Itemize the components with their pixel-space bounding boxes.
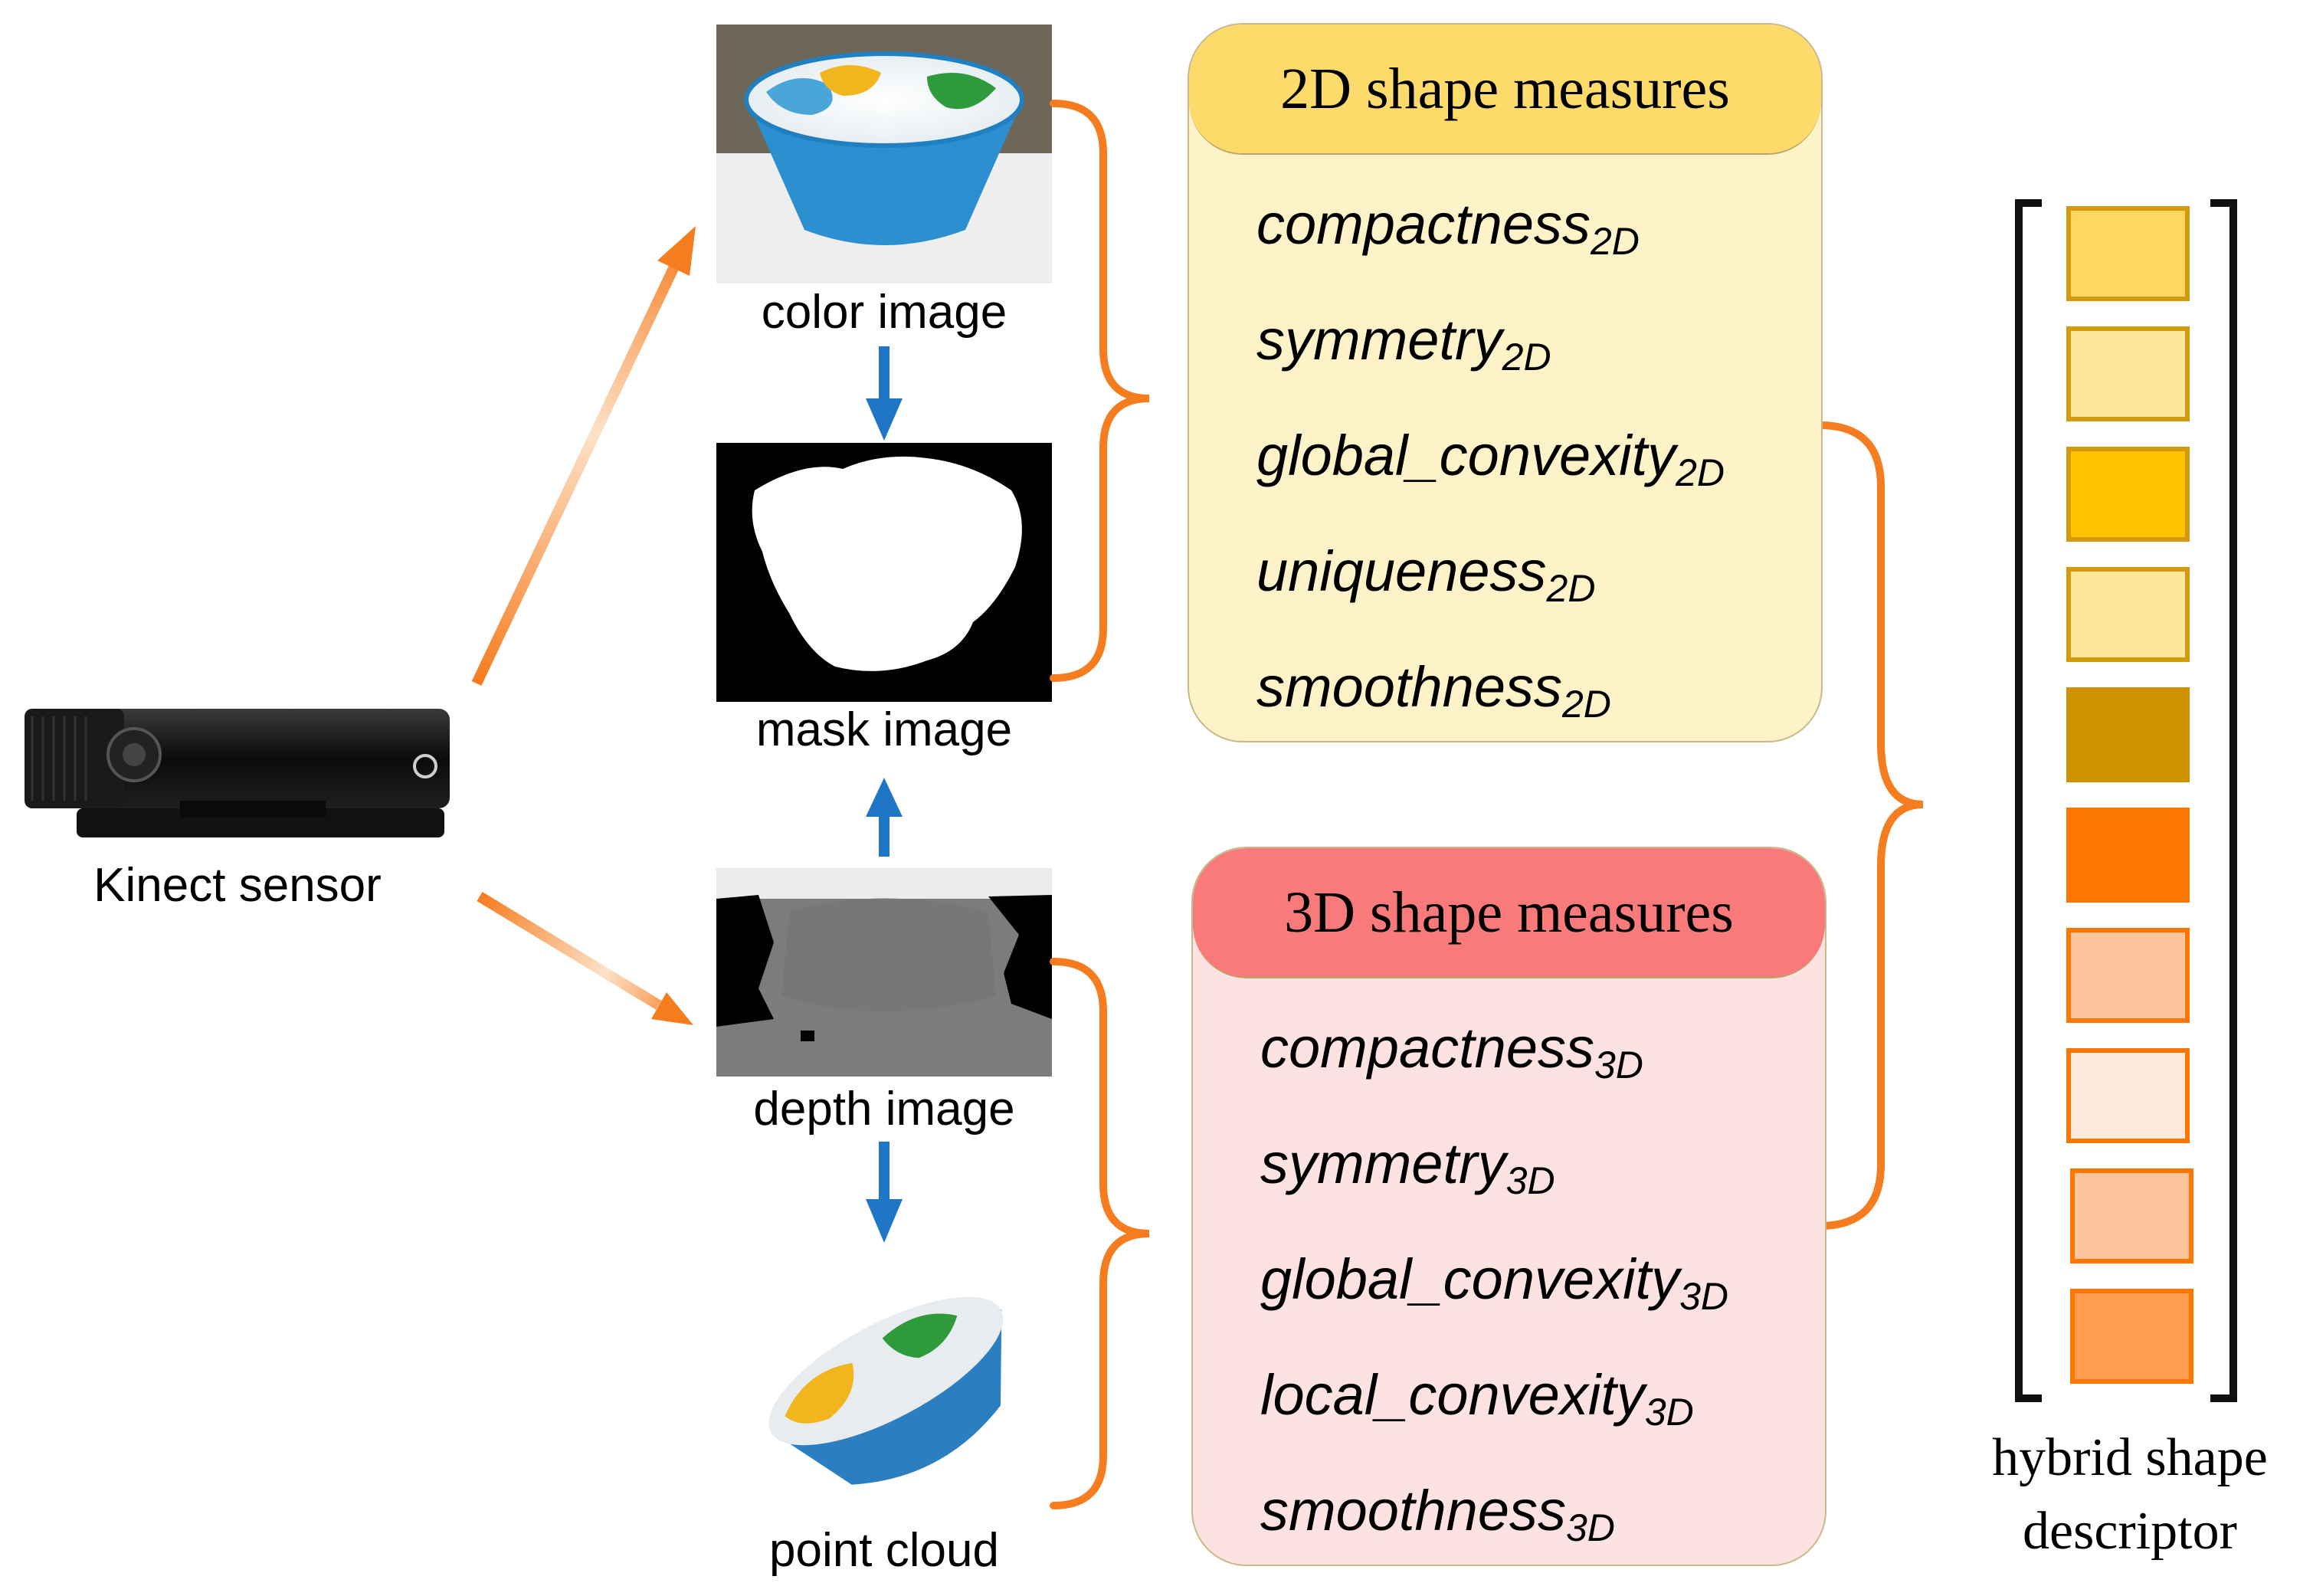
panel-3d-title: 3D shape measures xyxy=(1193,848,1825,978)
descriptor-cell xyxy=(2066,1048,2190,1143)
descriptor-cell xyxy=(2066,567,2190,662)
measure-subscript: 3D xyxy=(1594,1044,1643,1086)
measure-subscript: 3D xyxy=(1505,1159,1555,1202)
measure-local-convexity-3d: local_convexity3D xyxy=(1260,1362,1694,1434)
measure-name: smoothness xyxy=(1256,655,1562,719)
measure-subscript: 2D xyxy=(1561,683,1611,726)
measure-symmetry-2d: symmetry2D xyxy=(1256,307,1551,379)
descriptor-cell xyxy=(2066,326,2190,421)
descriptor-cell xyxy=(2070,1168,2193,1263)
descriptor-cell xyxy=(2070,1289,2193,1384)
descriptor-cell xyxy=(2066,808,2190,903)
measure-name: compactness xyxy=(1256,192,1591,256)
measure-symmetry-3d: symmetry3D xyxy=(1260,1131,1555,1203)
arrow-color-to-mask xyxy=(866,346,903,441)
kinect-sensor-label: Kinect sensor xyxy=(93,859,382,912)
kinect-sensor-icon xyxy=(25,709,450,837)
measure-name: symmetry xyxy=(1256,308,1502,372)
arrow-to-color-image xyxy=(471,226,696,686)
measure-compactness-2d: compactness2D xyxy=(1256,192,1640,264)
descriptor-cell xyxy=(2066,206,2190,301)
point-cloud xyxy=(768,1296,1004,1485)
measure-smoothness-2d: smoothness2D xyxy=(1256,654,1611,726)
measure-name: compactness xyxy=(1260,1016,1594,1080)
measure-subscript: 3D xyxy=(1565,1506,1615,1549)
measure-smoothness-3d: smoothness3D xyxy=(1260,1478,1615,1550)
depth-image xyxy=(716,868,1052,1077)
measure-name: uniqueness xyxy=(1256,539,1547,603)
measure-name: local_convexity xyxy=(1260,1363,1645,1427)
arrow-to-depth-image xyxy=(477,892,693,1025)
descriptor-label-line2: descriptor xyxy=(2023,1502,2237,1561)
arrow-depth-to-mask xyxy=(866,778,903,857)
measure-name: symmetry xyxy=(1260,1132,1506,1195)
brace-3d xyxy=(1050,958,1150,1509)
descriptor-bracket xyxy=(2015,199,2237,1402)
point-cloud-label: point cloud xyxy=(769,1524,999,1577)
mask-image-label: mask image xyxy=(755,703,1013,756)
descriptor-cell xyxy=(2066,447,2190,542)
color-image-label: color image xyxy=(761,286,1007,339)
brace-combine xyxy=(1816,421,1924,1230)
measure-subscript: 3D xyxy=(1679,1275,1729,1318)
descriptor-cells xyxy=(2066,206,2193,1384)
descriptor-cell xyxy=(2066,928,2190,1023)
measure-subscript: 2D xyxy=(1590,220,1640,263)
measure-compactness-3d: compactness3D xyxy=(1260,1015,1643,1087)
measure-name: smoothness xyxy=(1260,1479,1566,1542)
brace-2d xyxy=(1050,100,1150,682)
color-image xyxy=(716,25,1052,283)
measure-name: global_convexity xyxy=(1256,424,1676,487)
arrow-depth-to-cloud xyxy=(866,1142,903,1243)
measure-global-convexity-3d: global_convexity3D xyxy=(1260,1247,1728,1319)
measure-global-convexity-2d: global_convexity2D xyxy=(1256,423,1725,495)
measure-subscript: 2D xyxy=(1676,451,1725,494)
descriptor-cell xyxy=(2066,687,2190,782)
measure-subscript: 2D xyxy=(1546,567,1596,610)
mask-image xyxy=(716,443,1052,702)
measure-subscript: 2D xyxy=(1502,336,1551,379)
panel-2d-title: 2D shape measures xyxy=(1189,25,1821,155)
descriptor-label-line1: hybrid shape xyxy=(1992,1428,2268,1487)
depth-image-label: depth image xyxy=(753,1083,1015,1136)
measure-subscript: 3D xyxy=(1644,1391,1694,1434)
measure-uniqueness-2d: uniqueness2D xyxy=(1256,539,1595,611)
measure-name: global_convexity xyxy=(1260,1247,1680,1311)
descriptor-label: hybrid shape descriptor xyxy=(1931,1421,2313,1568)
